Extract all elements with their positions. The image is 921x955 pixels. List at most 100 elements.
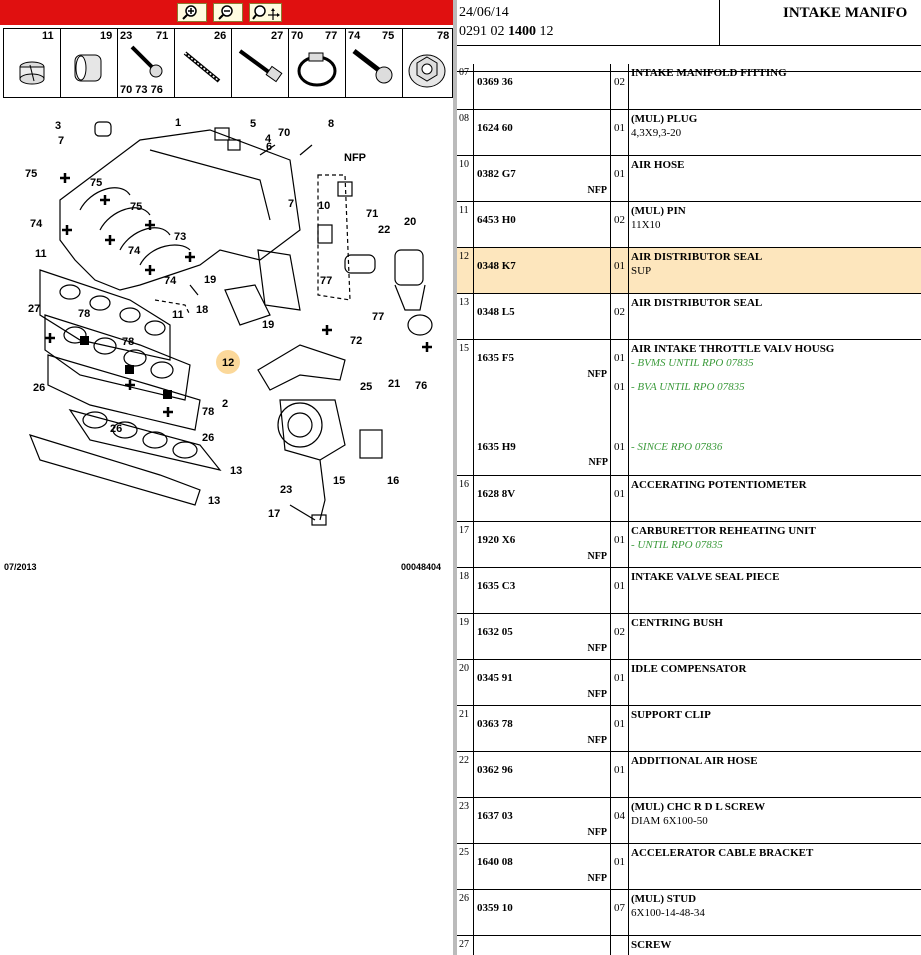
- callout-18[interactable]: 18: [196, 304, 208, 316]
- part-number[interactable]: 6453 H0: [477, 214, 516, 226]
- callout-15[interactable]: 15: [333, 475, 345, 487]
- callout-10[interactable]: 10: [318, 200, 330, 212]
- callout-70[interactable]: 70: [278, 127, 290, 139]
- callout-75[interactable]: 75: [25, 168, 37, 180]
- callout-19[interactable]: 19: [204, 274, 216, 286]
- callout-26b[interactable]: 26: [110, 423, 122, 435]
- callout-12[interactable]: 12: [222, 357, 234, 369]
- callout-4[interactable]: 4: [265, 133, 272, 145]
- callout-71[interactable]: 71: [366, 208, 378, 220]
- part-number[interactable]: 0363 78: [477, 718, 513, 730]
- part-number[interactable]: 0348 K7: [477, 260, 516, 272]
- callout-7[interactable]: 7: [58, 135, 64, 147]
- row-reference: [474, 936, 611, 955]
- callout-7b[interactable]: 7: [288, 198, 294, 210]
- callout-22[interactable]: 22: [378, 224, 390, 236]
- part-number[interactable]: 1637 03: [477, 810, 513, 822]
- part-cell-23-71[interactable]: 23 71 70 73 76: [118, 29, 175, 97]
- part-number[interactable]: 0369 36: [477, 76, 513, 88]
- part-cell-19[interactable]: 19: [61, 29, 118, 97]
- callout-76[interactable]: 76: [415, 380, 427, 392]
- callout-26c[interactable]: 26: [202, 432, 214, 444]
- callout-13[interactable]: 13: [230, 465, 242, 477]
- callout-19b[interactable]: 19: [262, 319, 274, 331]
- part-number[interactable]: 0345 91: [477, 672, 513, 684]
- callout-78c[interactable]: 78: [202, 406, 214, 418]
- part-number[interactable]: 1635 F5: [477, 352, 514, 364]
- part-number[interactable]: 1635 C3: [477, 580, 516, 592]
- callout-13b[interactable]: 13: [208, 495, 220, 507]
- part-number[interactable]: 0359 10: [477, 902, 513, 914]
- callout-21[interactable]: 21: [388, 378, 400, 390]
- callout-78b[interactable]: 78: [122, 336, 134, 348]
- callout-8[interactable]: 8: [328, 118, 334, 130]
- part-number[interactable]: 0362 96: [477, 764, 513, 776]
- callout-11[interactable]: 11: [35, 248, 47, 260]
- part-number[interactable]: 0382 G7: [477, 168, 516, 180]
- callout-16[interactable]: 16: [387, 475, 399, 487]
- part-cell-11[interactable]: 11: [4, 29, 61, 97]
- callout-27[interactable]: 27: [28, 303, 40, 315]
- part-cell-74-75[interactable]: 74 75: [346, 29, 403, 97]
- part-cell-26[interactable]: 26: [175, 29, 232, 97]
- part-number[interactable]: 1628 8V: [477, 488, 516, 500]
- callout-74[interactable]: 74: [30, 218, 43, 230]
- callout-73[interactable]: 73: [174, 231, 186, 243]
- callout-77[interactable]: 77: [320, 275, 332, 287]
- callout-72[interactable]: 72: [350, 335, 362, 347]
- callout-6[interactable]: 6: [266, 141, 272, 153]
- callout-nfp[interactable]: NFP: [344, 152, 366, 164]
- part-cell-27[interactable]: 27: [232, 29, 289, 97]
- row-description: ACCELERATOR CABLE BRACKET: [629, 844, 921, 889]
- zoom-out-button[interactable]: [213, 3, 243, 22]
- callout-11b[interactable]: 11: [172, 309, 184, 321]
- callout-74b[interactable]: 74: [128, 245, 141, 257]
- callout-23[interactable]: 23: [280, 484, 292, 496]
- zoom-fit-button[interactable]: [249, 3, 282, 22]
- pane-divider[interactable]: [453, 0, 457, 955]
- part-cell-70-77[interactable]: 70 77: [289, 29, 346, 97]
- callout-75b[interactable]: 75: [90, 177, 102, 189]
- part-number[interactable]: 1624 60: [477, 122, 513, 134]
- callout-3[interactable]: 3: [55, 120, 61, 132]
- part-number[interactable]: 1632 05: [477, 626, 513, 638]
- zoom-in-button[interactable]: [177, 3, 207, 22]
- callout-74c[interactable]: 74: [164, 275, 177, 287]
- callout-5[interactable]: 5: [250, 118, 256, 130]
- callout-20[interactable]: 20: [404, 216, 416, 228]
- callout-17[interactable]: 17: [268, 508, 280, 520]
- row-index: 18: [457, 568, 474, 613]
- highlight-marker-12[interactable]: [216, 350, 240, 374]
- part-number[interactable]: 1640 08: [477, 856, 513, 868]
- part-cell-78[interactable]: 78: [403, 29, 452, 97]
- part-number[interactable]: 0348 L5: [477, 306, 515, 318]
- callout-1[interactable]: 1: [175, 117, 181, 129]
- callout-77b[interactable]: 77: [372, 311, 384, 323]
- callout-2[interactable]: 2: [222, 398, 228, 410]
- callout-26[interactable]: 26: [33, 382, 45, 394]
- description-detail: 11X10: [631, 219, 661, 231]
- part-number[interactable]: 1635 H9: [477, 441, 516, 453]
- callout-75c[interactable]: 75: [130, 201, 142, 213]
- part-number[interactable]: 1920 X6: [477, 534, 516, 546]
- callout-78[interactable]: 78: [78, 308, 90, 320]
- callout-25[interactable]: 25: [360, 381, 372, 393]
